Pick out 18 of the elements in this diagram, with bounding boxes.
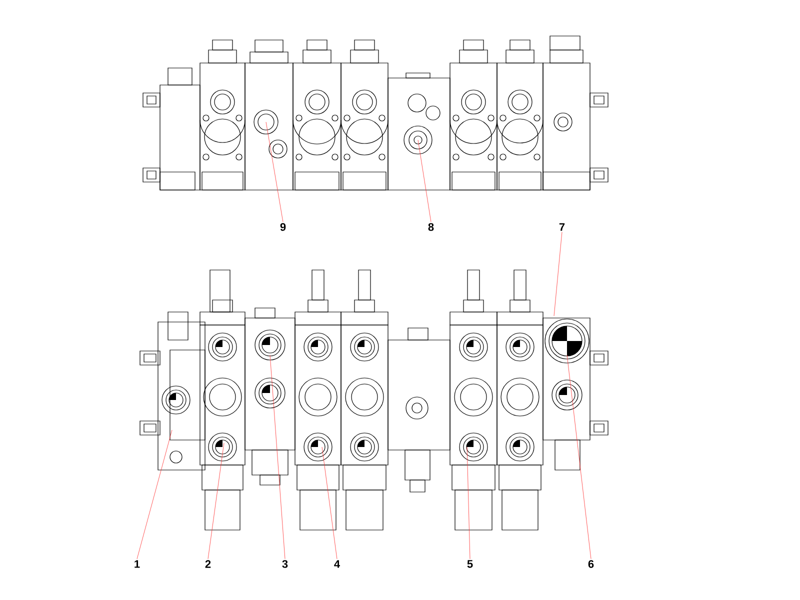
callout-number: 3 — [282, 560, 288, 568]
leader-line — [466, 446, 470, 560]
callout-number: 6 — [588, 560, 594, 568]
callout-number: 1 — [134, 560, 140, 568]
callout-number: 7 — [559, 223, 565, 231]
leader-line — [136, 430, 172, 560]
callout-number: 8 — [428, 223, 434, 231]
leader-line — [554, 232, 562, 316]
leader-line — [208, 442, 224, 560]
leader-line — [270, 354, 286, 560]
callout-number: 9 — [280, 223, 286, 231]
callout-number: 4 — [334, 560, 340, 568]
callout-number: 2 — [205, 560, 211, 568]
leader-line — [418, 140, 432, 222]
callout-number: 5 — [467, 560, 473, 568]
leader-line — [266, 122, 284, 222]
leader-line — [566, 354, 592, 560]
leader-line — [322, 446, 338, 560]
